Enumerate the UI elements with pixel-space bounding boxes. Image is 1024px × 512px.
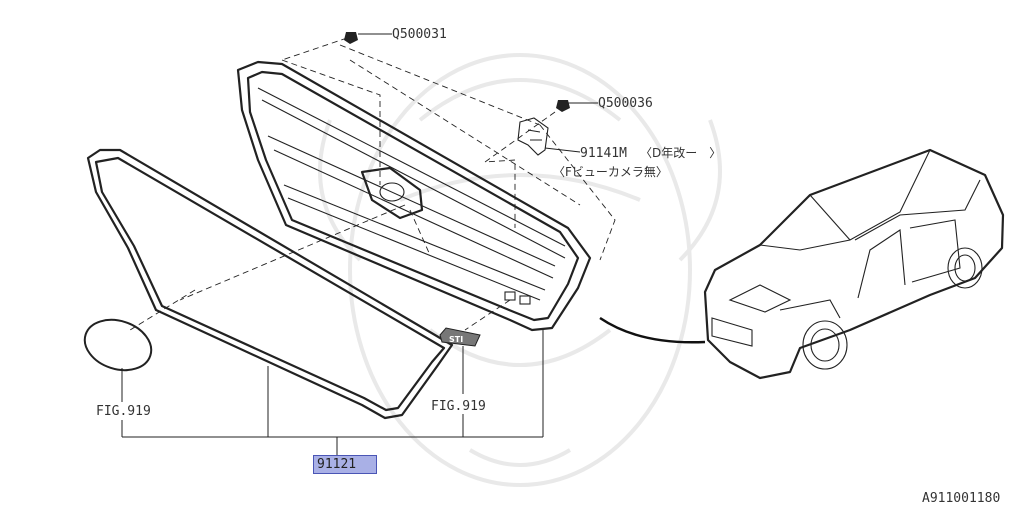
label-bracket-note1: 〈Ⅾ年改ー 〉 (640, 146, 721, 160)
clip-q500036 (556, 100, 570, 112)
part-number-91121[interactable]: 91121 (313, 455, 377, 474)
sti-badge-text: STI (449, 335, 463, 344)
grille-frame (86, 148, 454, 420)
camera-bracket (517, 117, 549, 156)
label-q500031: Q500031 (392, 27, 447, 42)
leader-lines (121, 33, 598, 456)
clip-q500031 (344, 32, 358, 44)
front-grille (236, 60, 592, 332)
label-fig-919-left: FIG.919 (96, 404, 151, 419)
callout-arrow (599, 316, 706, 344)
label-bracket-note2: 〈Fビューカメラ無〉 (553, 164, 668, 179)
subaru-emblem (83, 318, 153, 372)
label-q500036: Q500036 (598, 96, 653, 111)
label-fig-919-right: FIG.919 (431, 399, 486, 414)
label-91141m: 91141M (580, 146, 627, 161)
watermark-emblem (318, 53, 722, 487)
diagram-id: A911001180 (922, 491, 1000, 506)
car-illustration (703, 148, 1005, 380)
sti-badge: STI (439, 327, 481, 347)
part-number-label: 91121 (317, 457, 357, 472)
